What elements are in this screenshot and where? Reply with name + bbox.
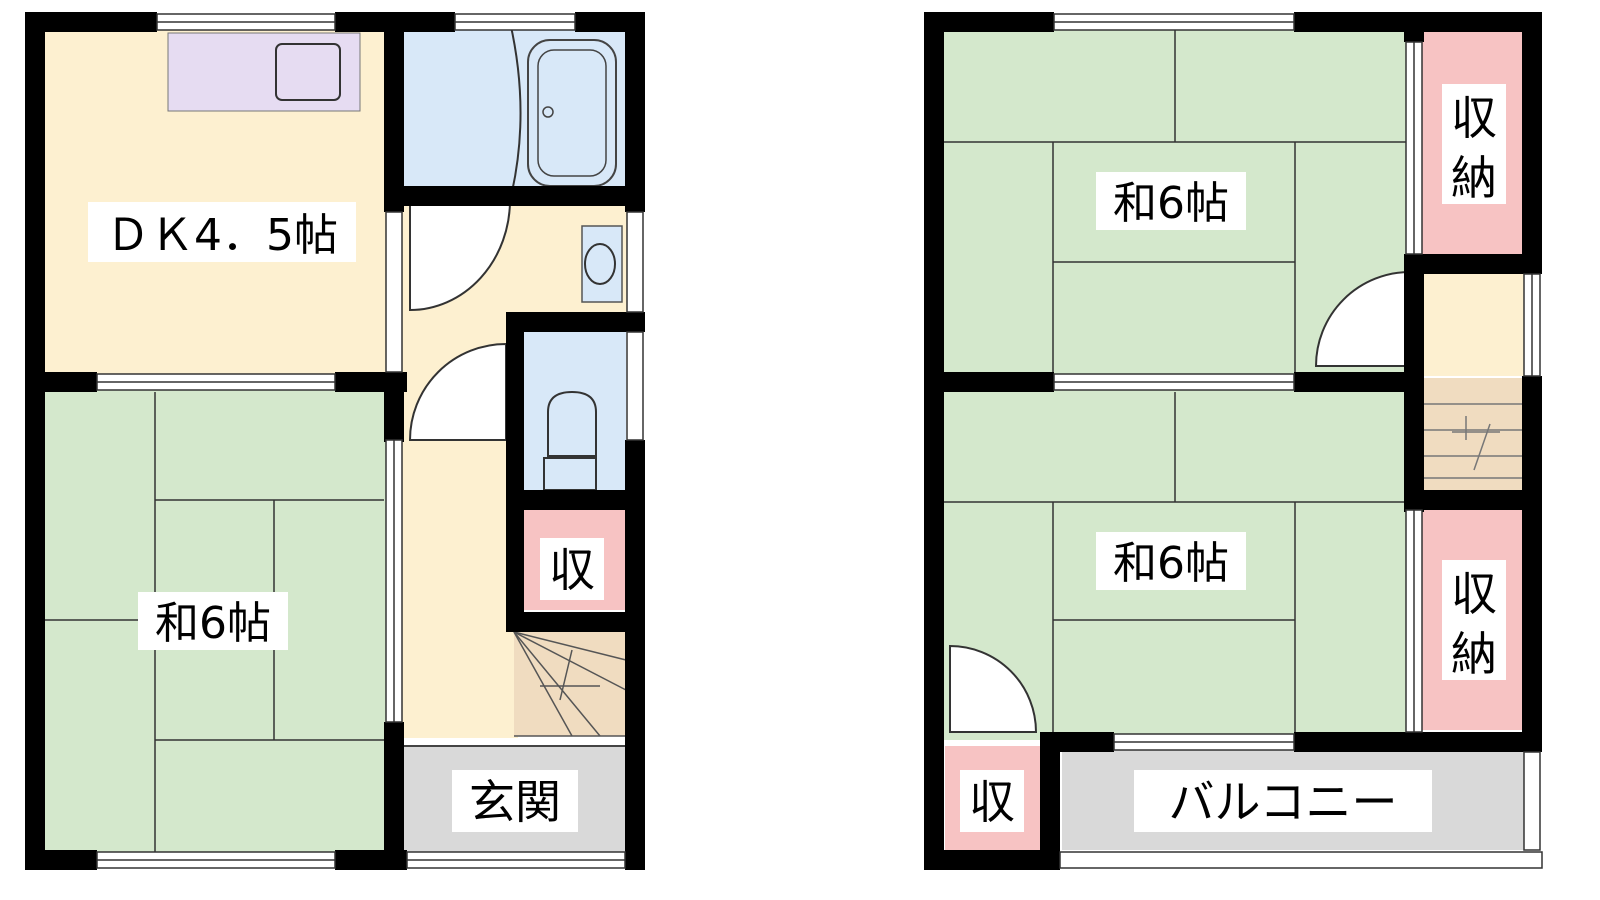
- closet-f2-bottom-label-bg: [1442, 560, 1506, 680]
- stair-lines-f2: [1420, 403, 1524, 479]
- washitsu-f1-label: 和6帖: [155, 598, 271, 649]
- dk-label: ＤＫ4．5帖: [106, 210, 338, 261]
- closet-f1-label: 収: [549, 543, 595, 597]
- windows-f2: [1053, 13, 1543, 869]
- washitsu-f1-label-bg: [138, 592, 288, 650]
- stairs-f2: [1420, 378, 1524, 490]
- bathtub-drain: [542, 106, 554, 118]
- closet-f2-top-label-1: 収: [1451, 91, 1497, 145]
- closet-f1-label-bg: [540, 538, 604, 600]
- washitsu-f2-bottom-label-bg: [1096, 532, 1246, 590]
- genkan-label-bg: [452, 770, 578, 832]
- walls-f1: [25, 12, 645, 870]
- balcony-label-bg: [1134, 770, 1432, 832]
- bathtub-inner: [537, 49, 607, 177]
- kitchen-counter: [167, 32, 361, 112]
- bathroom-curved-wall: [509, 21, 522, 193]
- closet-f2-bottom-label-2: 納: [1451, 627, 1497, 681]
- stair-lines-f1: [513, 631, 627, 737]
- closet-f2-bottom-label-1: 収: [1451, 567, 1497, 621]
- windows-f1: [96, 13, 644, 869]
- doors-f2: [949, 270, 1411, 733]
- closet-f2-top-label-bg: [1442, 84, 1506, 204]
- sink: [275, 43, 341, 101]
- washitsu-f2-bottom-label: 和6帖: [1113, 538, 1229, 589]
- labels: ＤＫ4．5帖 和6帖 収 玄関 和6帖 和6帖 収 納 収 納 収 バルコニー: [88, 84, 1506, 832]
- bathtub: [527, 39, 617, 187]
- storage-f2-label-bg: [960, 770, 1024, 832]
- floor-1: [25, 12, 645, 870]
- walls-f2: [924, 12, 1542, 870]
- washitsu-f2-top-label: 和6帖: [1113, 178, 1229, 229]
- tatami-lines-f2: [942, 22, 1410, 732]
- closet-f2-top-label-2: 納: [1451, 151, 1497, 205]
- landing-f2: [1420, 266, 1524, 376]
- balcony-label: バルコニー: [1168, 775, 1397, 829]
- toilet-room: [520, 328, 626, 496]
- genkan-label: 玄関: [469, 775, 561, 829]
- washbasin-bowl: [584, 243, 616, 285]
- dk-label-bg: [88, 202, 356, 262]
- stairs-f1: [514, 632, 626, 736]
- toilet-bowl: [547, 390, 597, 457]
- washitsu-f2-top-label-bg: [1096, 172, 1246, 230]
- doors-f1: [408, 199, 512, 441]
- storage-f2-label: 収: [969, 775, 1015, 829]
